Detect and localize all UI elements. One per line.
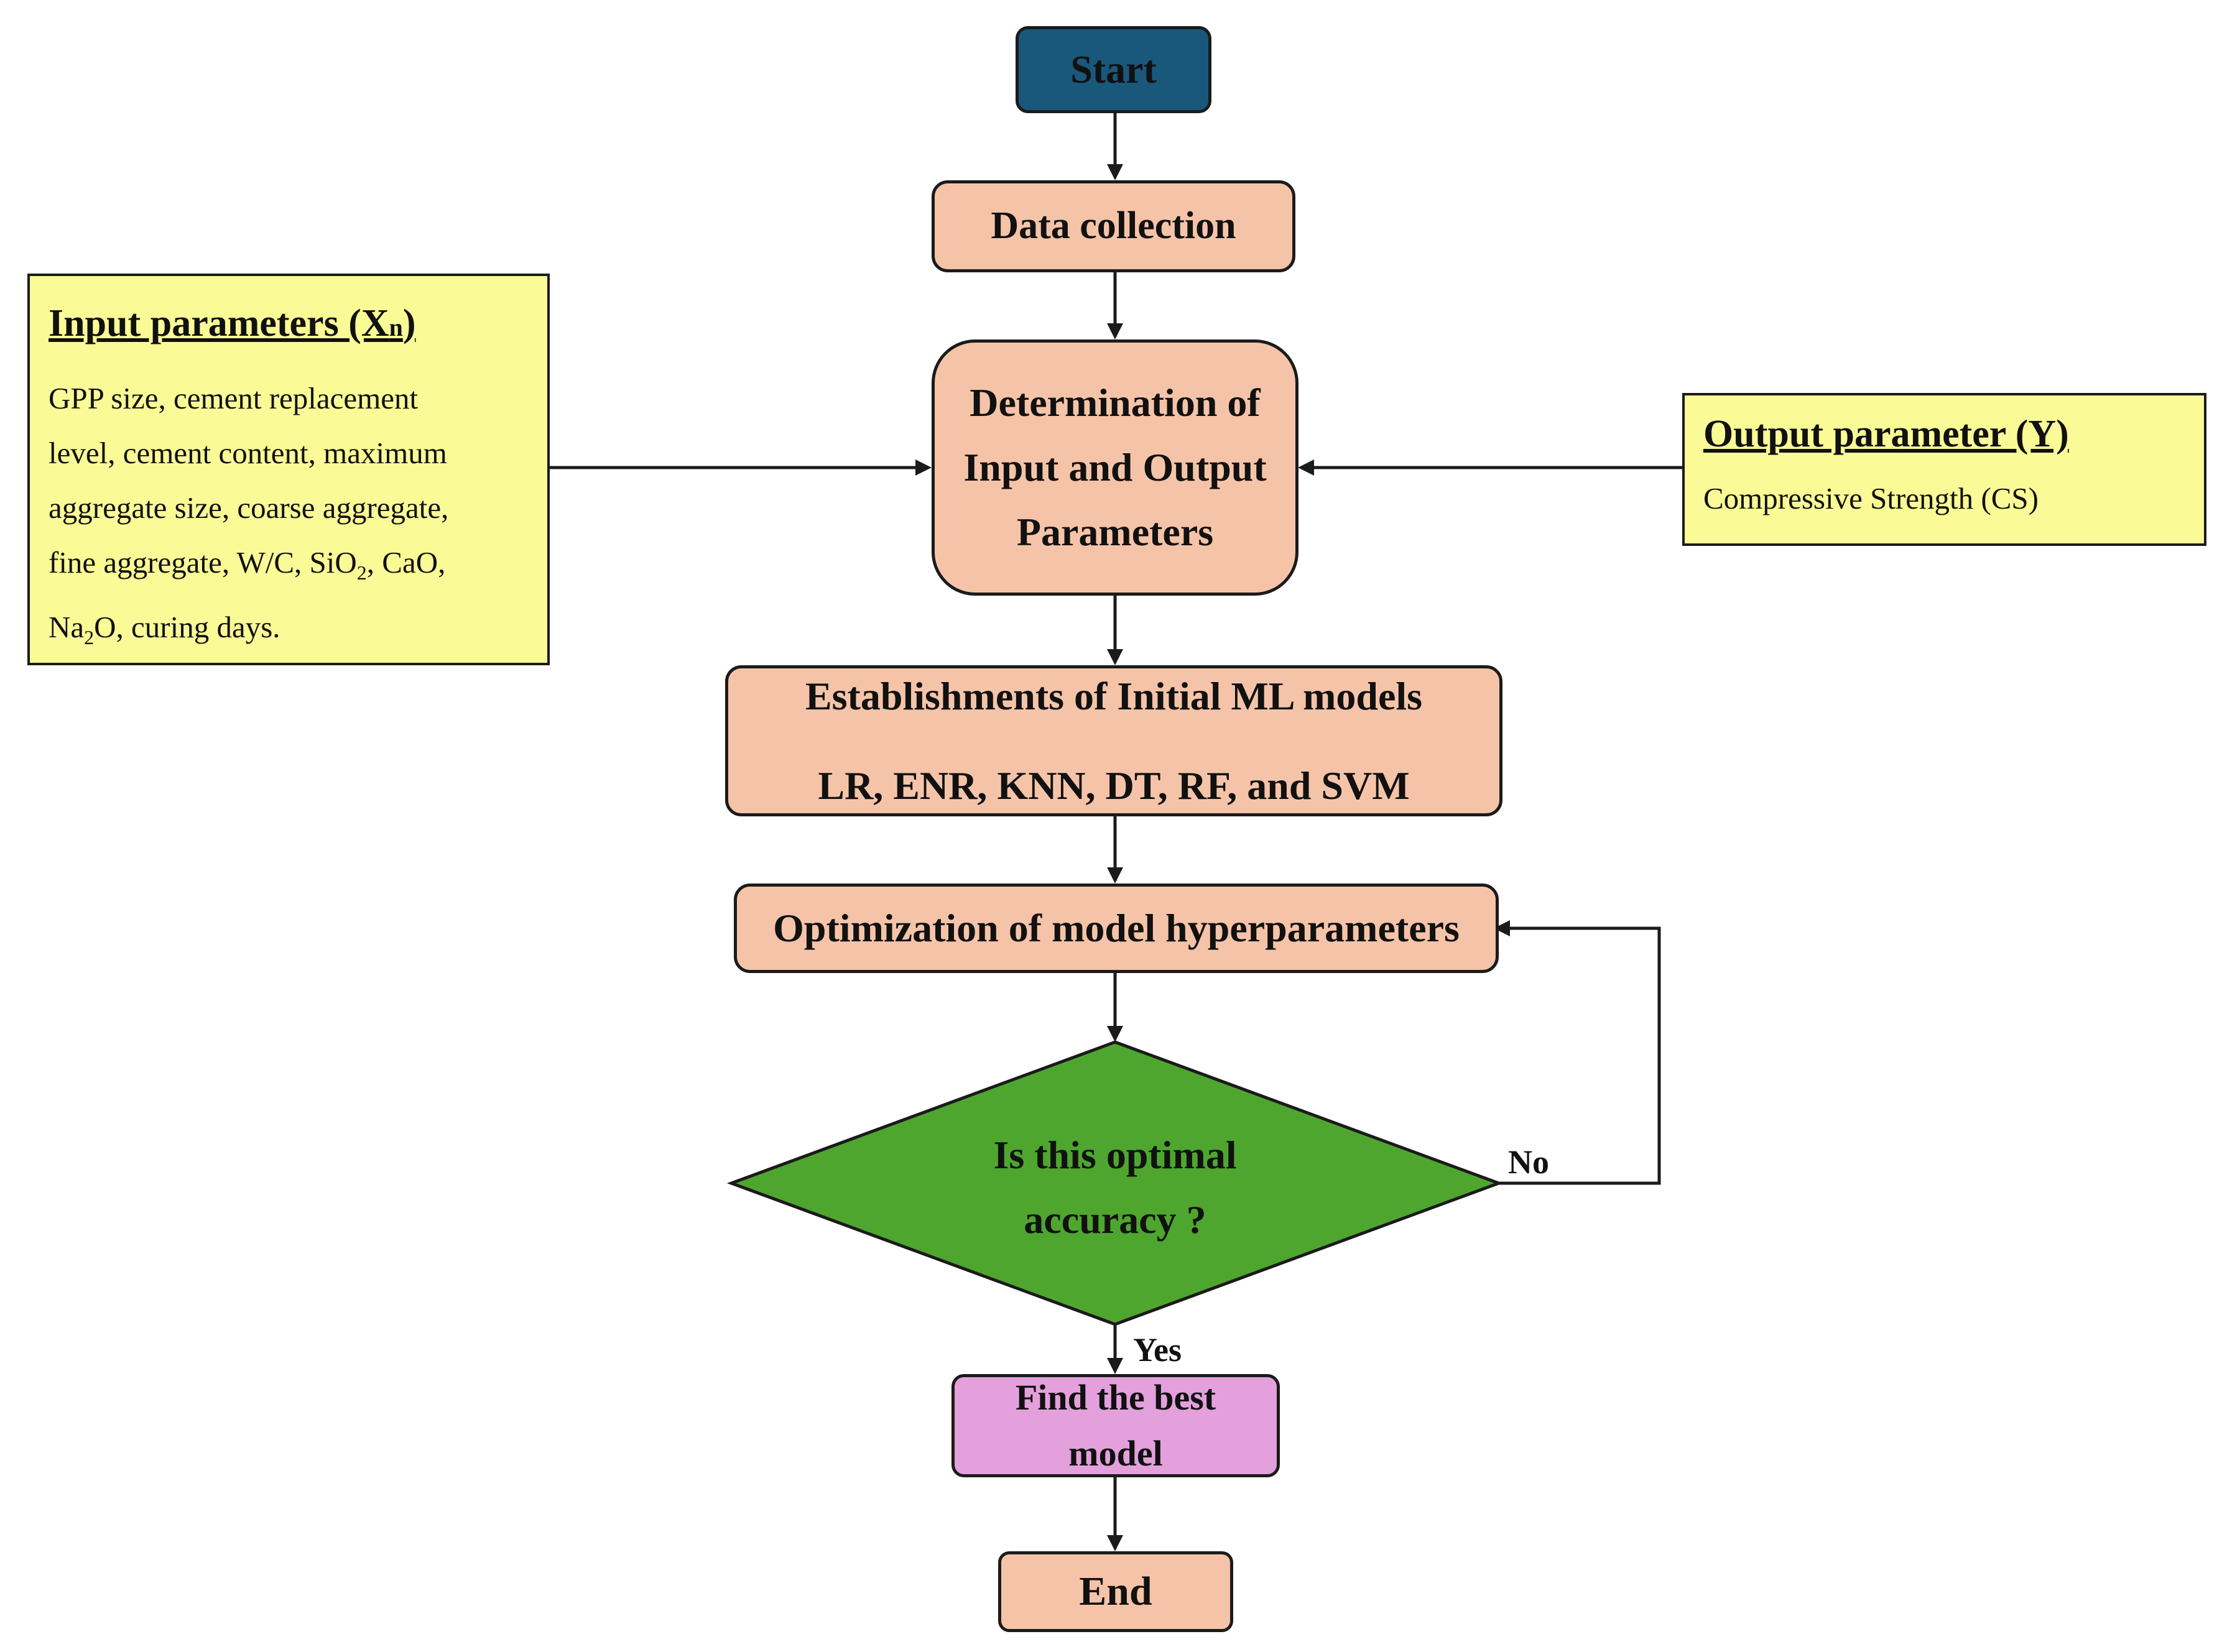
arrowhead-best-model — [1107, 1358, 1123, 1374]
input-parameters-box: Input parameters (Xn) GPP size, cement r… — [27, 274, 550, 665]
yes-label: Yes — [1133, 1331, 1182, 1368]
input-line-5: Na — [49, 609, 85, 644]
best-model-node: Find the best model — [951, 1374, 1280, 1477]
best-model-line-2: model — [1068, 1433, 1163, 1474]
output-parameter-box: Output parameter (Y) Compressive Strengt… — [1682, 393, 2206, 546]
arrowhead-determination — [1107, 323, 1123, 339]
determination-line-3: Parameters — [1016, 510, 1214, 554]
initial-models-list: LR, ENR, KNN, DT, RF, and SVM — [818, 763, 1410, 808]
best-model-line-1: Find the best — [1015, 1377, 1216, 1418]
optimization-node: Optimization of model hyperparameters — [734, 884, 1499, 973]
arrowhead-decision — [1107, 1026, 1123, 1042]
end-label: End — [1079, 1569, 1152, 1615]
input-line-2: level, cement content, maximum — [49, 436, 447, 470]
input-line-3: aggregate size, coarse aggregate, — [49, 491, 449, 525]
initial-models-node: Establishments of Initial ML models LR, … — [725, 665, 1502, 816]
arrowhead-optimization — [1107, 867, 1123, 884]
data-collection-label: Data collection — [991, 205, 1236, 247]
initial-models-title: Establishments of Initial ML models — [805, 673, 1423, 718]
arrowhead-end — [1107, 1535, 1123, 1551]
determination-line-2: Input and Output — [963, 445, 1267, 489]
arrowhead-data-collection — [1107, 164, 1123, 180]
input-parameters-body: GPP size, cement replacement level, cemen… — [49, 381, 449, 648]
determination-line-1: Determination of — [970, 381, 1261, 425]
start-label: Start — [1070, 47, 1157, 91]
start-node: Start — [1016, 26, 1211, 113]
arrowhead-no-loop — [1494, 920, 1510, 936]
decision-line-1: Is this optimal — [993, 1133, 1237, 1177]
input-parameters-heading: Input parameters (Xn) — [49, 302, 416, 344]
decision-line-2: accuracy ? — [1024, 1197, 1206, 1242]
data-collection-node: Data collection — [932, 180, 1295, 272]
arrowhead-models — [1107, 649, 1123, 665]
output-parameter-heading: Output parameter (Y) — [1703, 413, 2069, 455]
optimization-label: Optimization of model hyperparameters — [773, 905, 1460, 950]
decision-diamond — [726, 1040, 1504, 1326]
arrowhead-determination-right — [1298, 459, 1314, 476]
determination-node: Determination of Input and Output Parame… — [932, 339, 1298, 596]
no-label: No — [1508, 1143, 1549, 1181]
output-parameter-body: Compressive Strength (CS) — [1703, 481, 2039, 515]
input-line-1: GPP size, cement replacement — [49, 381, 419, 415]
input-line-4: fine aggregate, W/C, SiO — [49, 545, 357, 579]
end-node: End — [998, 1551, 1233, 1632]
arrowhead-determination-left — [915, 459, 932, 476]
decision-text: Is this optimal accuracy ? — [902, 1123, 1328, 1252]
arrow-no-loop-back — [1499, 926, 1661, 1185]
